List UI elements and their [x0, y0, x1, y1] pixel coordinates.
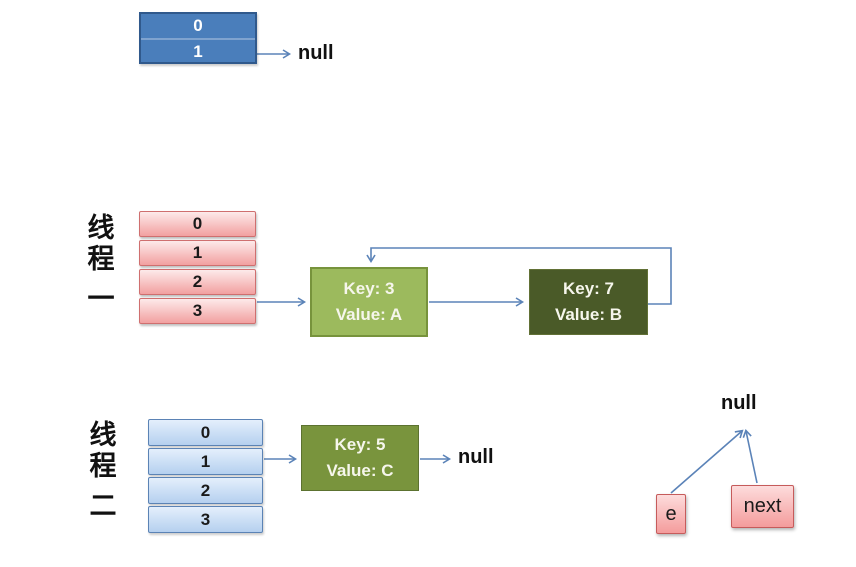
null-label-thread2: null: [458, 446, 494, 468]
node-value-line: Value: B: [554, 305, 623, 324]
pointer-next-label: next: [743, 495, 782, 517]
pointer-e-label: e: [665, 502, 677, 525]
node-key-line: Key: 7: [562, 279, 615, 298]
bucket-table-thread1: 0 1 2 3: [139, 211, 256, 327]
bucket-table-thread2: 0 1 2 3: [148, 419, 263, 535]
bucket-row: 3: [139, 298, 256, 324]
node-key-line: Key: 3: [343, 279, 395, 298]
thread1-label: 线 程 一: [84, 213, 118, 315]
node-value-line: Value: A: [335, 305, 403, 324]
bucket-row: 1: [139, 240, 256, 266]
node-key3-valueA: Key: 3 Value: A: [310, 267, 428, 337]
thread2-label-char: 二: [89, 491, 117, 521]
thread1-label-char: 程: [87, 244, 115, 274]
bucket-row: 0: [148, 419, 263, 446]
bucket-cell: 0: [193, 16, 203, 35]
thread2-label-char: 线: [89, 420, 117, 450]
thread2-label-char: 程: [89, 451, 117, 481]
node-key5-valueC: Key: 5 Value: C: [301, 425, 419, 491]
node-key-line: Key: 5: [334, 435, 386, 454]
node-key7-valueB: Key: 7 Value: B: [529, 269, 648, 335]
bucket-row: 0: [139, 211, 256, 237]
arrow-next-to-null: [742, 429, 758, 484]
node-value-line: Value: C: [326, 461, 394, 480]
bucket-row: 1: [148, 448, 263, 475]
bucket-row: 2: [139, 269, 256, 295]
thread2-label: 线 程 二: [86, 420, 120, 522]
arrow-key7-loop-to-key3: [366, 247, 672, 305]
bucket-table-top: 0 1: [139, 12, 257, 64]
thread1-label-char: 线: [87, 213, 115, 243]
pointer-e-box: e: [656, 494, 686, 534]
null-label-pointers: null: [721, 392, 757, 414]
bucket-row: 3: [148, 506, 263, 533]
null-label-top: null: [298, 42, 334, 64]
arrow-e-to-null: [670, 429, 744, 494]
thread1-label-char: 一: [87, 284, 115, 314]
pointer-next-box: next: [731, 485, 794, 528]
bucket-cell: 1: [141, 38, 255, 64]
bucket-row: 2: [148, 477, 263, 504]
